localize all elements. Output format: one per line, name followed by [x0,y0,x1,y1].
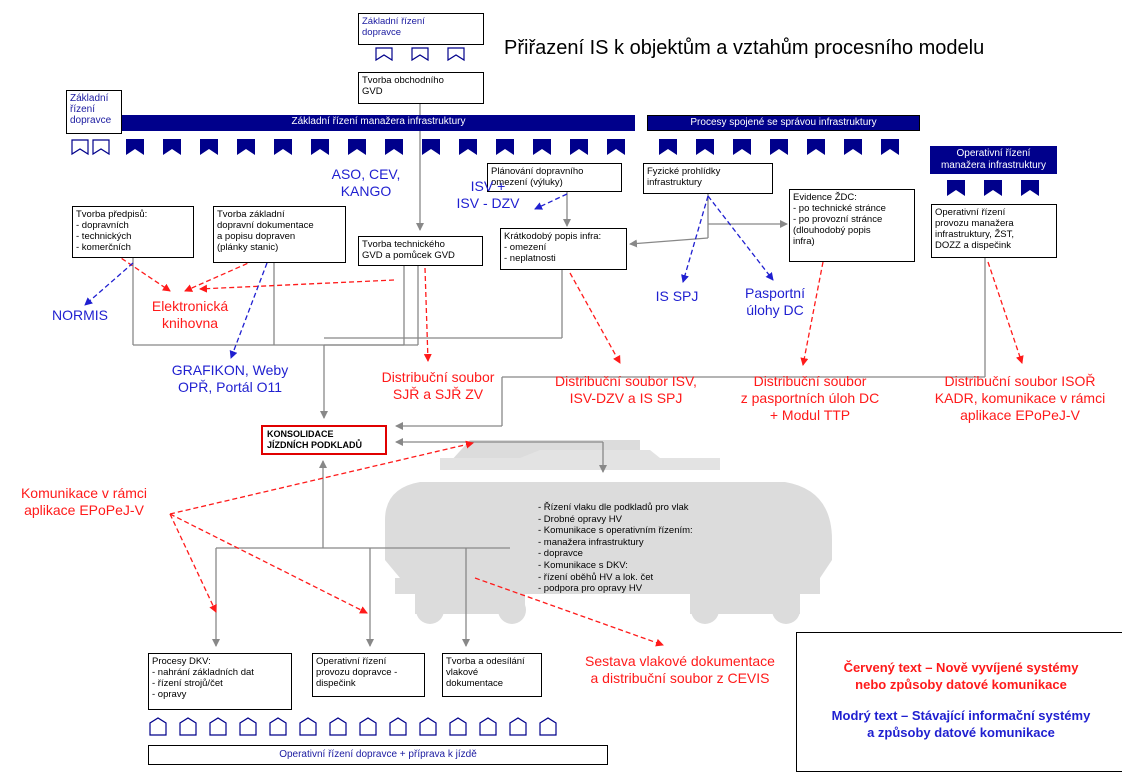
locomotive-silhouette [385,440,832,624]
diagram-title: Přiřazení IS k objektům a vztahům proces… [504,37,985,59]
legend-box: Červený text – Nově vyvíjené systémy neb… [796,632,1122,772]
label-distribucni-isv: Distribuční soubor ISV, ISV-DZV a IS SPJ [555,373,697,406]
chevron-icons-top [375,47,465,62]
label-aso-cev-kango: ASO, CEV, KANGO [331,166,401,199]
label-distribucni-isor: Distribuční soubor ISOŘ KADR, komunikace… [934,373,1106,423]
chevron-icons-main [71,139,1039,196]
label-is-spj: IS SPJ [655,288,699,304]
label-pasportni-ulohy: Pasportní úlohy DC [745,285,805,318]
operativni-rizeni-manazera-bar: Operativní řízení manažera infrastruktur… [930,146,1057,174]
label-grafikon: GRAFIKON, Weby OPŘ, Portál O11 [171,362,289,395]
label-normis: NORMIS [52,307,108,323]
operativni-rizeni-dopravce-bar: Operativní řízení dopravce + příprava k … [148,745,608,765]
legend-blue-text: Modrý text – Stávající informační systém… [831,708,1091,740]
zakladni-rizeni-dopravce-bar: Základní řízení dopravce [66,90,122,134]
konsolidace-jizdnich-podkladu-box: KONSOLIDACE JÍZDNÍCH PODKLADŮ [261,425,387,455]
legend-red-text: Červený text – Nově vyvíjené systémy neb… [843,660,1079,692]
fyzicke-prohlidky-box: Fyzické prohlídky infrastruktury [643,163,773,194]
chevron-icons-bottom [149,717,557,736]
procesy-dkv-box: Procesy DKV: - nahrání základních dat - … [148,653,292,710]
label-sestava-vlakove-dokumentace: Sestava vlakové dokumentace a distribučn… [585,653,775,686]
blue-dashed-arrows [84,193,774,359]
operativni-rizeni-dopravce-box: Operativní řízení provozu dopravce - dis… [312,653,425,697]
tvorba-technickeho-gvd-box: Tvorba technického GVD a pomůcek GVD [358,236,483,266]
zakladni-rizeni-dopravce-top-box: Základní řízení dopravce [358,13,484,45]
red-dashed-arrows [114,253,1024,647]
operativni-rizeni-provozu-manazera-box: Operativní řízení provozu manažera infra… [931,204,1057,258]
label-isv-dzv: ISV + ISV - DZV [456,178,520,211]
label-komunikace-epopej: Komunikace v rámci aplikace EPoPeJ-V [20,485,148,518]
label-distribucni-sjr: Distribuční soubor SJŘ a SJŘ ZV [381,369,495,402]
label-distribucni-dc: Distribuční soubor z pasportních úloh DC… [740,373,880,423]
procesy-sprava-infra-bar: Procesy spojené se správou infrastruktur… [647,115,920,131]
planovani-omezeni-box: Plánování dopravního omezení (výluky) [487,163,622,192]
tvorba-odesilani-dokumentace-box: Tvorba a odesílání vlakové dokumentace [442,653,542,697]
zakladni-rizeni-manazera-bar: Základní řízení manažera infrastruktury [122,115,635,131]
tvorba-obchodniho-gvd-box: Tvorba obchodního GVD [358,72,484,104]
kratkodoby-popis-infra-box: Krátkodobý popis infra: - omezení - nepl… [500,228,627,270]
grey-connectors [132,104,986,647]
evidence-zdc-box: Evidence ŽDC: - po technické stránce - p… [789,189,915,262]
locomotive-activities-note: - Řízení vlaku dle podkladů pro vlak - D… [538,502,693,595]
label-elektronicka-knihovna: Elektronická knihovna [151,298,229,331]
tvorba-predpisu-box: Tvorba předpisů: - dopravních - technick… [72,206,194,258]
tvorba-zakladni-dokumentace-box: Tvorba základní dopravní dokumentace a p… [213,206,346,263]
